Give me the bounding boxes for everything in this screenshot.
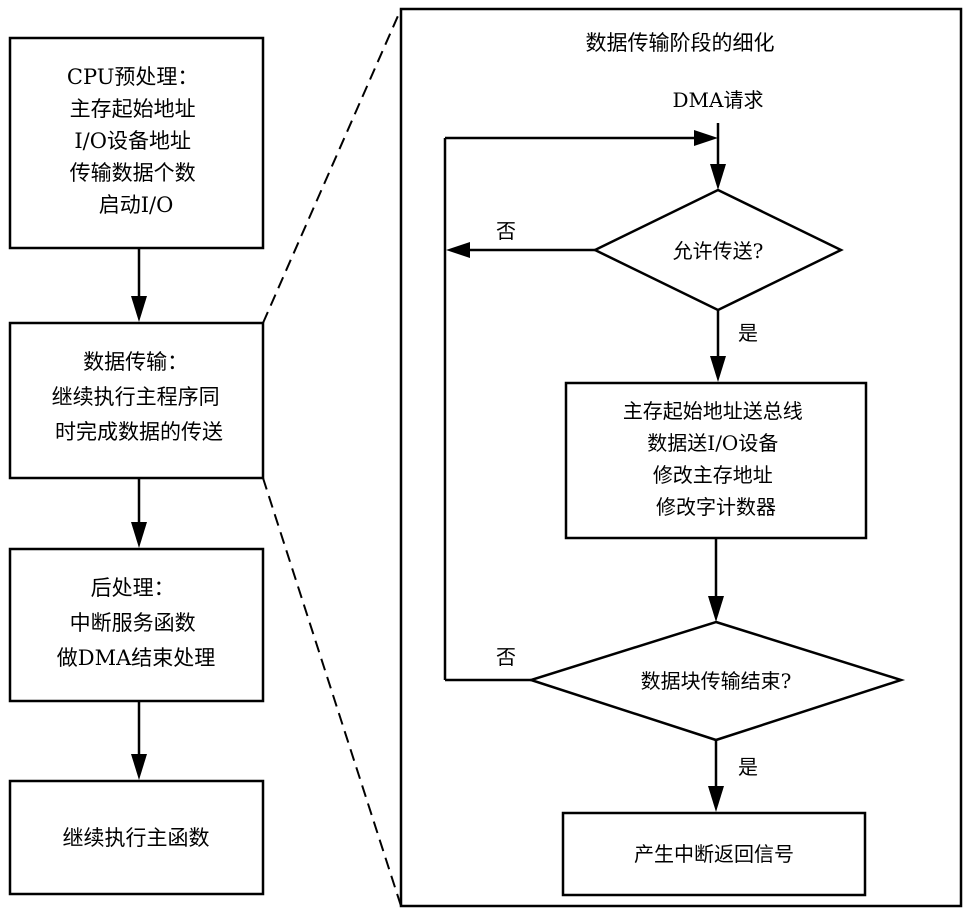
- detail-panel: 数据传输阶段的细化 DMA请求 允许传送? 否 是 主存起始地址送总线 数据送I…: [399, 7, 963, 908]
- interrupt-signal-label: 产生中断返回信号: [634, 842, 794, 866]
- cpu-preprocess-line: CPU预处理：: [67, 65, 199, 89]
- post-process-text: 后处理： 中断服务函数 做DMA结束处理: [57, 576, 216, 670]
- left-flow: CPU预处理： 主存起始地址 I/O设备地址 传输数据个数 启动I/O 数据传输…: [8, 36, 265, 896]
- data-transfer-box: [8, 321, 265, 480]
- data-transfer-line: 数据传输：: [83, 350, 188, 374]
- cpu-preprocess-line: 启动I/O: [99, 193, 174, 217]
- transfer-process-line: 数据送I/O设备: [647, 431, 778, 455]
- block-end-label: 数据块传输结束?: [641, 669, 792, 693]
- post-process-line: 做DMA结束处理: [57, 646, 216, 670]
- decision2-no-label: 否: [496, 645, 516, 669]
- post-process-box: [8, 547, 265, 703]
- transfer-process-text: 主存起始地址送总线 数据送I/O设备 修改主存地址 修改字计数器: [623, 399, 809, 519]
- zoom-connector-top: [262, 8, 402, 324]
- flow-arrowhead: [710, 356, 726, 382]
- no-branch-arrowhead: [446, 242, 470, 258]
- detail-panel-title: 数据传输阶段的细化: [586, 31, 775, 55]
- flow-arrowhead: [131, 522, 147, 548]
- loop-return-arrowhead: [694, 130, 718, 146]
- flow-arrowhead: [708, 786, 724, 812]
- data-transfer-text: 数据传输： 继续执行主程序同 时完成数据的传送: [52, 350, 227, 444]
- interrupt-signal-box: [561, 811, 867, 897]
- flow-arrowhead: [710, 164, 726, 190]
- flow-arrowhead: [131, 754, 147, 780]
- data-transfer-line: 时完成数据的传送: [55, 420, 223, 444]
- cpu-preprocess-line: 主存起始地址: [70, 97, 196, 121]
- allow-transfer-label: 允许传送?: [673, 239, 764, 263]
- cpu-preprocess-box: [8, 36, 265, 250]
- continue-main-text: 继续执行主函数: [63, 826, 210, 850]
- zoom-connector-bottom: [262, 477, 402, 907]
- transfer-process-line: 修改字计数器: [656, 495, 776, 519]
- decision1-no-label: 否: [496, 219, 516, 243]
- flow-arrowhead: [708, 596, 724, 622]
- post-process-line: 中断服务函数: [70, 611, 196, 635]
- transfer-process-line: 主存起始地址送总线: [623, 399, 803, 423]
- continue-main-box: [8, 779, 265, 896]
- transfer-process-line: 修改主存地址: [653, 463, 773, 487]
- data-transfer-line: 继续执行主程序同: [52, 385, 220, 409]
- cpu-preprocess-text: CPU预处理： 主存起始地址 I/O设备地址 传输数据个数 启动I/O: [67, 65, 205, 217]
- flow-arrowhead: [131, 296, 147, 322]
- decision1-yes-label: 是: [738, 321, 758, 345]
- cpu-preprocess-line: 传输数据个数: [70, 161, 196, 185]
- decision2-yes-label: 是: [738, 755, 758, 779]
- transfer-process-box: [564, 381, 868, 540]
- post-process-line: 后处理：: [91, 576, 175, 600]
- dma-request-label: DMA请求: [673, 88, 764, 112]
- cpu-preprocess-line: I/O设备地址: [74, 129, 191, 153]
